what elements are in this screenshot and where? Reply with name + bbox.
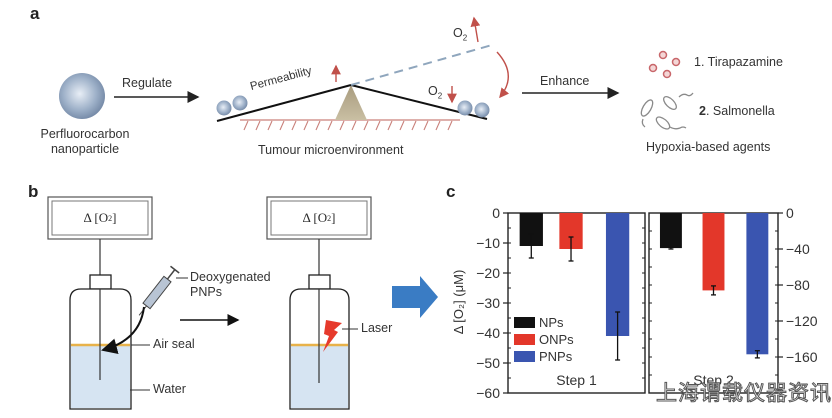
nanoparticle-icon [457, 100, 473, 116]
oxygen-meter-2-inner [270, 200, 368, 236]
meter-2-text: Δ [O [302, 210, 328, 225]
o2-up-subscript: 2 [462, 33, 468, 43]
seesaw-left [216, 84, 352, 122]
legend-label-onps: ONPs [539, 332, 574, 347]
y-tick-label: 0 [786, 205, 794, 221]
bar-pnps [746, 213, 769, 355]
agent-salmonella-number: 2 [699, 104, 706, 118]
tumour-microenvironment-label: Tumour microenvironment [258, 143, 404, 157]
oxygen-meter-1-inner [51, 200, 149, 236]
o2-up-label: O2 [453, 26, 467, 43]
y-axis-label: Δ [O₂] (μM) [451, 270, 466, 335]
seesaw-dashed [350, 44, 493, 86]
regulate-label: Regulate [122, 76, 173, 90]
y-tick-label: −60 [476, 385, 500, 401]
bottle-1-cap [89, 274, 112, 290]
o2-down-text: O [428, 84, 438, 98]
y-tick-label: −160 [786, 349, 818, 365]
deoxygenated-label: Deoxygenated PNPs [190, 270, 271, 300]
meter-2-close: ] [331, 210, 336, 225]
ground-hatch [243, 120, 453, 131]
air-seal-label: Air seal [153, 337, 195, 351]
panel-title-2: Step 2 [693, 372, 734, 388]
meter-1-text: Δ [O [83, 210, 109, 225]
o2-down-label: O2 [428, 84, 442, 101]
watermark-text: 上海谓载仪器资讯 [656, 382, 832, 406]
panel-a-diagram [59, 16, 694, 131]
enhance-label: Enhance [540, 74, 590, 88]
deoxygenated-line-2: PNPs [190, 285, 222, 299]
meter-1-sub: 2 [108, 213, 113, 223]
y-tick-label: −50 [476, 355, 500, 371]
perfluorocarbon-nanoparticle-icon [59, 73, 105, 119]
y-tick-label: −20 [476, 265, 500, 281]
panel-b-label: b [28, 182, 39, 201]
panel-c-label: c [446, 182, 456, 201]
nanoparticle-label-line-1: Perfluorocarbon [40, 127, 130, 141]
deoxygenated-line-1: Deoxygenated [190, 270, 271, 284]
bar-pnps [605, 213, 630, 336]
nanoparticle-icon [232, 95, 248, 111]
nanoparticle-caption: Perfluorocarbon nanoparticle [30, 127, 140, 157]
tirapazamine-icon [648, 50, 681, 79]
y-tick-label: −10 [476, 235, 500, 251]
laser-bolt-icon [323, 320, 342, 352]
hypoxia-agents-caption: Hypoxia-based agents [646, 140, 771, 154]
fulcrum-icon [335, 85, 367, 120]
y-tick-label: 0 [492, 205, 500, 221]
y-tick-label: −30 [476, 295, 500, 311]
nanoparticle-label-line-2: nanoparticle [50, 142, 120, 156]
legend-label-pnps: PNPs [539, 349, 573, 364]
blue-arrow-icon [392, 276, 438, 318]
o2-up-text: O [453, 26, 463, 40]
salmonella-icon [640, 92, 694, 130]
bar-onps [559, 213, 583, 249]
legend-swatch-nps [514, 317, 535, 328]
bar-nps [519, 213, 543, 246]
agent-salmonella-text: . Salmonella [705, 104, 775, 118]
nanoparticle-icon [474, 102, 490, 118]
panel-c-chart: 0 −10 −20 −30 −40 −50 −60 Step 1 0 −40 −80 −120 −160… [451, 205, 818, 401]
laser-label: Laser [361, 321, 393, 335]
legend-label-nps: NPs [539, 315, 564, 330]
y-tick-label: −80 [786, 277, 810, 293]
y-tick-label: −120 [786, 313, 818, 329]
o2-up-arrow-icon [470, 16, 481, 43]
y-tick-label: −40 [476, 325, 500, 341]
panel-b-diagram [47, 196, 438, 410]
bottle-2-cap [308, 274, 331, 290]
panel-title-1: Step 1 [556, 372, 597, 388]
agent-tirapazamine: 1. Tirapazamine [694, 55, 783, 69]
legend-swatch-onps [514, 334, 535, 345]
bar-nps [659, 213, 682, 249]
y-tick-label: −40 [786, 241, 810, 257]
o2-down-subscript: 2 [437, 91, 443, 101]
legend-swatch-pnps [514, 351, 535, 362]
meter-2-sub: 2 [327, 213, 332, 223]
syringe-icon [138, 265, 180, 316]
bar-onps [702, 213, 725, 291]
injection-arrow [101, 306, 145, 355]
agent-salmonella: 2. Salmonella [699, 104, 775, 118]
water-label: Water [153, 382, 186, 396]
meter-1-close: ] [112, 210, 117, 225]
panel-a-label: a [30, 4, 40, 23]
curved-arrow-icon [496, 51, 510, 99]
nanoparticle-icon [216, 100, 232, 116]
